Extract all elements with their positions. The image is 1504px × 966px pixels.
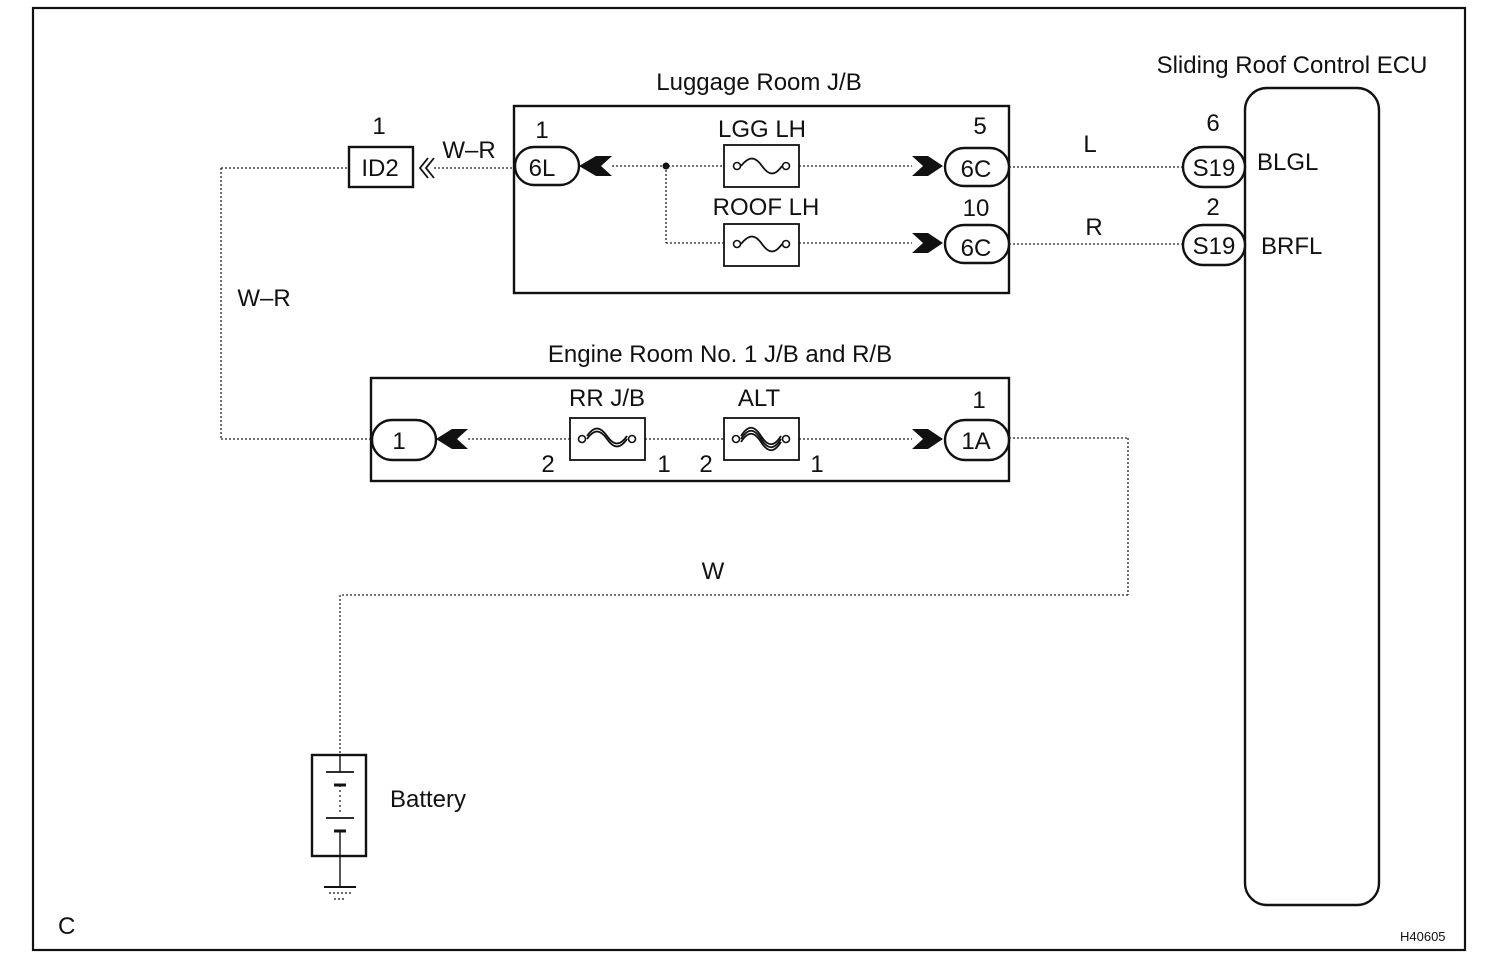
junction-pin: 1: [372, 113, 385, 140]
fuse-alt-pin-right: 1: [810, 451, 823, 478]
figure-code: H40605: [1400, 929, 1446, 944]
connector-1-label: 1: [392, 428, 405, 455]
connector-s19-bottom-label: S19: [1193, 233, 1236, 260]
luggage-jb-box: [512, 104, 1011, 295]
ecu-box: [1243, 86, 1381, 907]
connector-6C-bottom-arrow: [912, 233, 943, 253]
fuse-roof-lh: [723, 223, 800, 267]
fuse-alt-label: ALT: [738, 385, 781, 412]
luggage-right-pin-bottom: 10: [963, 195, 990, 222]
connector-6L-label: 6L: [529, 155, 556, 182]
engine-jb-title: Engine Room No. 1 J/B and R/B: [548, 341, 892, 368]
engine-right-pin: 1: [972, 387, 985, 414]
wire-top-label: L: [1083, 131, 1096, 158]
fuse-alt: [723, 417, 800, 461]
luggage-jb-title: Luggage Room J/B: [656, 69, 861, 96]
ecu-terminal-brfl: BRFL: [1261, 233, 1322, 260]
ecu-terminal-blgl: BLGL: [1257, 149, 1318, 176]
junction-id2: [347, 145, 415, 189]
junction-chevrons: [418, 157, 435, 179]
corner-label: C: [58, 913, 75, 940]
ecu-title: Sliding Roof Control ECU: [1157, 52, 1428, 79]
battery-label: Battery: [390, 786, 466, 813]
connector-6C-bottom-label: 6C: [961, 235, 992, 262]
fuse-rr-jb-label: RR J/B: [569, 385, 645, 412]
diagram-frame: [31, 6, 1467, 952]
connector-1A-label: 1A: [961, 428, 990, 455]
battery-box: [310, 753, 368, 858]
ecu-pin-bottom: 2: [1206, 194, 1219, 221]
junction-wire-label: W–R: [442, 137, 495, 164]
connector-6C-top-arrow: [912, 156, 943, 176]
connector-s19-bottom: [1181, 223, 1247, 267]
bottom-wire-label: W: [702, 558, 725, 585]
left-wire-label: W–R: [237, 285, 290, 312]
fuse-rr-jb-pin-right: 1: [657, 451, 670, 478]
connector-1-arrow: [436, 429, 468, 449]
fuse-rr-jb: [569, 417, 646, 461]
connector-6L-arrow: [579, 156, 612, 176]
connector-1A-arrow: [912, 429, 943, 449]
fuse-rr-jb-pin-left: 2: [541, 451, 554, 478]
wire-bottom-label: R: [1085, 214, 1102, 241]
connector-1: [370, 418, 438, 462]
connector-s19-top-label: S19: [1193, 155, 1236, 182]
fuse-alt-pin-left: 2: [699, 451, 712, 478]
connector-s19-top: [1181, 145, 1247, 189]
connector-6C-top-label: 6C: [961, 156, 992, 183]
ecu-pin-top: 6: [1206, 110, 1219, 137]
fuse-lgg-lh-label: LGG LH: [718, 116, 806, 143]
fuse-roof-lh-label: ROOF LH: [713, 194, 820, 221]
engine-jb-box: [369, 376, 1011, 483]
luggage-left-pin: 1: [535, 117, 548, 144]
junction-id2-label: ID2: [361, 155, 398, 182]
luggage-right-pin-top: 5: [973, 113, 986, 140]
fuse-lgg-lh: [723, 144, 800, 188]
connector-1A: [943, 418, 1011, 462]
